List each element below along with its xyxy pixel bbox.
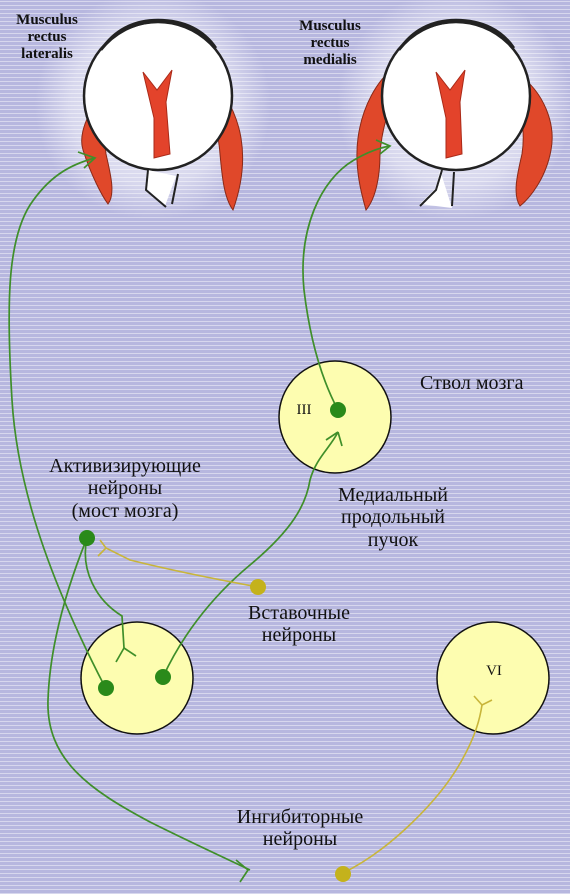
- label-line: Вставочные: [248, 602, 350, 624]
- label-line: Musculus: [16, 12, 78, 28]
- oculomotor-neuron-dot: [330, 402, 346, 418]
- nucleus-iii-label: III: [296, 402, 312, 418]
- nucleus-vi-label: VI: [486, 663, 502, 679]
- label-line: rectus: [310, 34, 350, 51]
- interneuron-dot: [250, 579, 266, 595]
- label-line: нейроны: [87, 477, 163, 500]
- activating-neurons-label: Активизирующие нейроны (мост мозга): [25, 455, 225, 522]
- label-line: lateralis: [21, 45, 73, 62]
- inhibitory-neurons-label: Ингибиторные нейроны: [212, 806, 388, 851]
- label-line: Musculus: [299, 18, 361, 34]
- label-line: продольный: [341, 506, 445, 529]
- label-line: (мост мозга): [71, 499, 179, 522]
- activating-neuron-dot: [79, 530, 95, 546]
- label-line: Медиальный: [337, 484, 448, 506]
- musculus-medialis-label: Musculus rectus medialis: [285, 18, 375, 68]
- pontine-neuron-dot-left: [98, 680, 114, 696]
- label-line: нейроны: [262, 828, 338, 851]
- musculus-lateralis-label: Musculus rectus lateralis: [3, 12, 91, 62]
- pontine-neuron-dot-right: [155, 669, 171, 685]
- abducens-nucleus: [436, 621, 550, 735]
- label-line: нейроны: [261, 624, 337, 647]
- pontine-nucleus: [80, 621, 194, 735]
- label-line: Активизирующие: [49, 455, 201, 477]
- excitatory-fibers: [8, 139, 392, 883]
- inhibitory-neuron-dot: [335, 866, 351, 882]
- label-line: Ингибиторные: [236, 806, 364, 828]
- interneurons-label: Вставочные нейроны: [228, 602, 370, 647]
- label-line: medialis: [303, 51, 357, 68]
- inhibitory-fibers: [97, 539, 493, 874]
- label-line: rectus: [27, 28, 67, 45]
- label-line: пучок: [367, 528, 419, 551]
- right-eyeball-icon: [337, 0, 570, 220]
- left-eyeball-icon: [35, 0, 271, 220]
- mlf-label: Медиальный продольный пучок: [318, 484, 468, 551]
- brainstem-label: Ствол мозга: [420, 372, 524, 394]
